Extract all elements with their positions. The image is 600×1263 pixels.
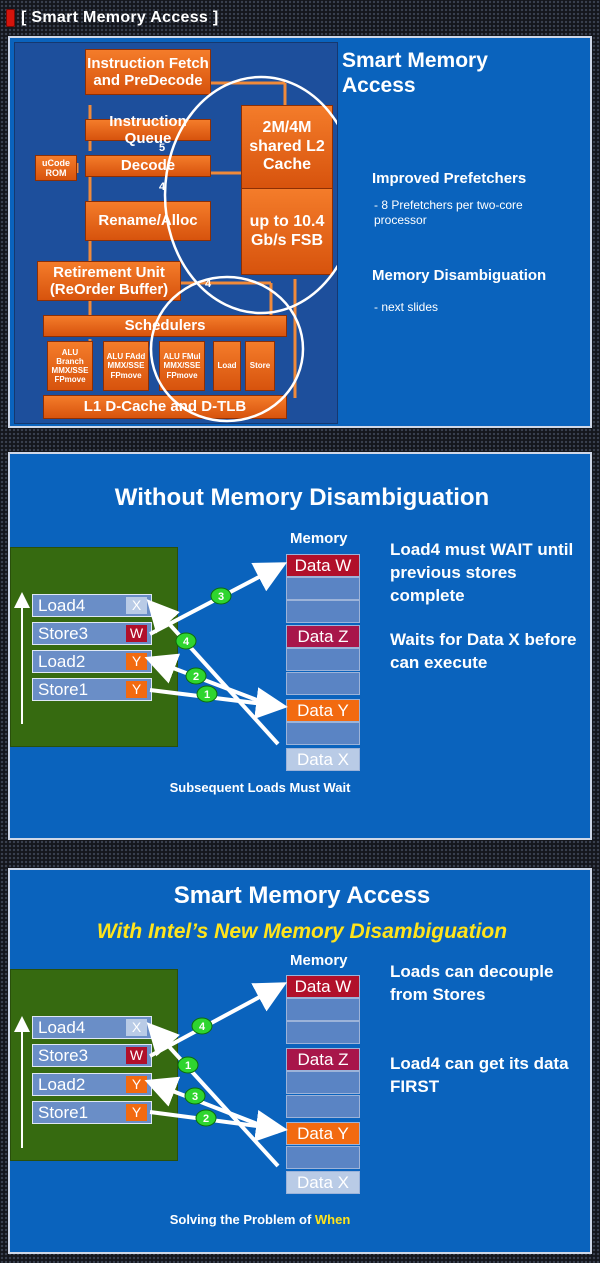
memory-cell-data-w: Data W [286,975,360,998]
order-badges: 3 4 2 1 [175,587,232,703]
fsb-block: up to 10.4 Gb/s FSB [241,189,333,275]
register-load2: Load2 Y [32,650,152,673]
l2-cache-block: 2M/4M shared L2 Cache [241,105,333,189]
register-name: Load2 [38,1075,86,1094]
order-badges: 4 1 3 2 [177,1017,217,1127]
register-name: Load4 [38,1018,86,1037]
queue-count: 5 [159,142,166,154]
slide3-note-decouple: Loads can decouple from Stores [390,962,554,1004]
highlight-ellipses [149,75,337,423]
slide3-caption: Solving the Problem of When [10,1212,510,1227]
register-name: Store1 [38,680,89,699]
memory-cell [286,1095,360,1118]
caption-prefix: Solving the Problem of [169,1212,312,1227]
slide3-title: Smart Memory Access [173,882,431,909]
slide-without-disambiguation: Without Memory Disambiguation Load4 X Sto… [8,452,592,840]
memory-cell-data-w: Data W [286,554,360,577]
register-name: Store1 [38,1103,89,1122]
memory-cell-data-x: Data X [286,1171,360,1194]
register-store3: Store3 W [32,1044,152,1067]
memory-cell [286,1071,360,1094]
order-badge: 4 [199,1021,206,1033]
alu-fadd-block: ALU FAdd MMX/SSE FPmove [103,341,149,391]
register-load2: Load2 Y [32,1073,152,1096]
order-badge: 3 [192,1091,198,1103]
register-tag: W [126,625,147,642]
register-tag: Y [126,681,147,698]
slide3-note-first: Load4 can get its data FIRST [390,1054,569,1096]
bullet-prefetchers-detail: - 8 Prefetchers per two-core processor [374,198,523,227]
register-load4: Load4 X [32,594,152,617]
order-badge: 2 [203,1113,209,1125]
slide3-subtitle: With Intel’s New Memory Disambiguation [96,920,508,943]
store-unit-block: Store [245,341,275,391]
memory-cell [286,600,360,623]
register-name: Store3 [38,624,89,643]
register-tag: Y [126,1076,147,1093]
register-load4: Load4 X [32,1016,152,1039]
memory-cell [286,648,360,671]
bookmark-icon [6,9,15,27]
register-name: Load2 [38,652,86,671]
l1-dcache-block: L1 D-Cache and D-TLB [43,395,287,419]
slide-with-disambiguation: Smart Memory Access With Intel’s New Mem… [8,868,592,1254]
retire-count: 4 [205,278,212,290]
page-header: [ Smart Memory Access ] [6,6,219,30]
memory-cell-data-x: Data X [286,748,360,771]
register-tag: X [126,1019,147,1036]
register-tag: Y [126,653,147,670]
register-tag: W [126,1047,147,1064]
slide2-note-data-x: Waits for Data X before can execute [390,630,577,672]
bullet-disambiguation-heading: Memory Disambiguation [372,267,547,284]
slide-smart-memory-access: Instruction Fetch and PreDecode Instruct… [8,36,592,428]
slide2-caption: Subsequent Loads Must Wait [169,780,351,795]
alu-branch-block: ALU Branch MMX/SSE FPmove [47,341,93,391]
memory-cell [286,672,360,695]
memory-cell-data-z: Data Z [286,1048,360,1071]
caption-highlight: When [314,1212,351,1227]
order-badge: 3 [218,591,224,603]
order-badge: 4 [183,636,190,648]
decode-count: 4 [159,181,166,193]
decode-block: Decode [85,155,211,177]
memory-cell [286,1021,360,1044]
instruction-fetch-block: Instruction Fetch and PreDecode [85,49,211,95]
alu-fmul-block: ALU FMul MMX/SSE FPmove [159,341,205,391]
register-store1: Store1 Y [32,678,152,701]
memory-cell-data-y: Data Y [286,699,360,722]
ucode-rom-block: uCode ROM [35,155,77,181]
memory-label: Memory [290,530,348,547]
register-name: Load4 [38,596,86,615]
order-badge: 1 [204,689,210,701]
load-unit-block: Load [213,341,241,391]
memory-cell-data-z: Data Z [286,625,360,648]
memory-cell [286,722,360,745]
bullet-disambiguation-detail: - next slides [374,300,439,314]
instruction-window-panel [10,547,178,747]
retirement-unit-block: Retirement Unit (ReOrder Buffer) [37,261,181,301]
rename-alloc-block: Rename/Alloc [85,201,211,241]
order-badge: 2 [193,671,199,683]
memory-label: Memory [290,952,348,969]
slide2-title: Without Memory Disambiguation [114,484,490,511]
register-tag: Y [126,1104,147,1121]
memory-cell [286,1146,360,1169]
slide2-note-wait: Load4 must WAIT until previous stores co… [390,540,574,605]
bullet-prefetchers-heading: Improved Prefetchers [372,170,527,187]
register-store3: Store3 W [32,622,152,645]
order-badge: 1 [185,1060,191,1072]
schedulers-block: Schedulers [43,315,287,337]
slide1-title: Smart Memory Access [342,49,488,97]
register-tag: X [126,597,147,614]
core-block-diagram: Instruction Fetch and PreDecode Instruct… [14,42,338,424]
page-header-title: [ Smart Memory Access ] [21,9,219,26]
register-name: Store3 [38,1046,89,1065]
